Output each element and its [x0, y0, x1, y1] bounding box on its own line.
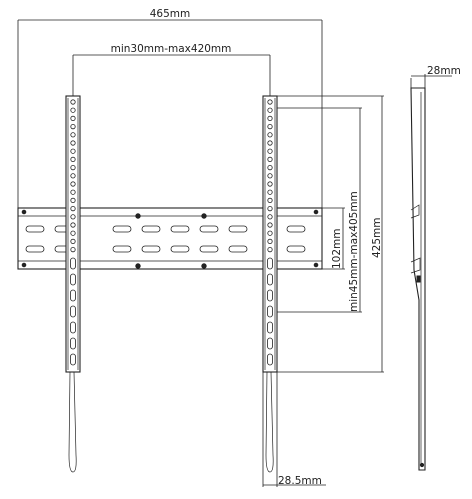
overall-width-label: 465mm	[150, 8, 191, 20]
arm-width-dimension: 28.5mm	[262, 372, 326, 487]
profile-depth-dimension: 28mm	[410, 65, 461, 88]
arm-hole	[267, 230, 273, 236]
arm-height-dimension: 425mm	[275, 95, 384, 373]
rail-slot	[25, 225, 45, 233]
arm-hole	[267, 222, 273, 228]
arm-hole	[70, 247, 76, 253]
arm-slot	[267, 289, 273, 302]
rail-slot	[112, 225, 132, 233]
rail-slot	[286, 225, 306, 233]
arm-slot	[70, 321, 76, 334]
arm-hole	[70, 214, 76, 220]
arm-slot	[70, 273, 76, 286]
arm-hole	[70, 115, 76, 122]
rail-slot	[199, 225, 219, 233]
arm-hole	[267, 148, 273, 154]
arm-hole	[70, 181, 76, 187]
rail-slot	[25, 245, 45, 253]
rail-slot	[170, 245, 190, 253]
arm-hole	[267, 140, 273, 146]
arm-slot	[70, 337, 76, 350]
arm-hole	[70, 99, 76, 105]
arm-hole	[70, 197, 76, 203]
arm-slot	[70, 305, 76, 318]
arm-slot	[70, 353, 76, 366]
arm-height-label: 425mm	[371, 218, 383, 259]
arm-slot	[70, 289, 76, 302]
rail-slot	[199, 245, 219, 253]
arm-hole	[70, 230, 76, 236]
arm-slot	[267, 321, 273, 334]
arm-slot	[267, 257, 273, 270]
arm-hole	[70, 148, 76, 154]
arm-slot	[70, 257, 76, 270]
rail-height-dimension: 102mm	[322, 207, 345, 270]
arm-hole	[70, 132, 76, 138]
right-arm	[262, 95, 278, 473]
arm-hole	[70, 238, 76, 244]
rail-slot	[141, 245, 161, 253]
rail-slot	[141, 225, 161, 233]
arm-hole	[70, 156, 76, 162]
arm-hole	[267, 132, 273, 138]
arm-hole	[267, 214, 273, 220]
arm-hole	[267, 107, 273, 113]
arm-hole	[267, 156, 273, 162]
arm-hole	[70, 165, 76, 171]
rail-slot	[228, 245, 248, 253]
profile-depth-label: 28mm	[427, 65, 461, 77]
left-arm	[65, 95, 81, 473]
vesa-vertical-dimension: min45mm-max405mm	[275, 107, 362, 313]
arm-hole	[267, 99, 273, 105]
arm-hole	[267, 206, 273, 212]
arm-hole	[70, 124, 76, 130]
arm-hole	[267, 197, 273, 203]
arm-hole	[267, 165, 273, 171]
rail-slot	[228, 225, 248, 233]
rail-height-label: 102mm	[331, 229, 343, 270]
arm-hole	[70, 206, 76, 212]
arm-spacing-dimension: min30mm-max420mm	[72, 43, 271, 96]
arm-hole	[267, 181, 273, 187]
arm-hole	[70, 140, 76, 146]
arm-hole	[70, 107, 76, 113]
arm-hole	[267, 189, 273, 195]
overall-width-dimension: 465mm	[17, 8, 323, 208]
arm-hole	[267, 124, 273, 130]
arm-hole	[267, 115, 273, 122]
arm-width-label: 28.5mm	[278, 475, 322, 487]
rail-slot	[170, 225, 190, 233]
arm-hole	[70, 173, 76, 179]
arm-slot	[267, 273, 273, 286]
arm-slot	[267, 353, 273, 366]
vesa-vertical-label: min45mm-max405mm	[348, 191, 360, 312]
side-profile	[410, 87, 426, 471]
arm-hole	[267, 173, 273, 179]
rail-slot	[286, 245, 306, 253]
arm-slot	[267, 305, 273, 318]
arm-spacing-label: min30mm-max420mm	[111, 43, 232, 55]
arm-hole	[267, 247, 273, 253]
rail-slot	[112, 245, 132, 253]
arm-slot	[267, 337, 273, 350]
arm-hole	[70, 222, 76, 228]
arm-hole	[267, 238, 273, 244]
arm-hole	[70, 189, 76, 195]
